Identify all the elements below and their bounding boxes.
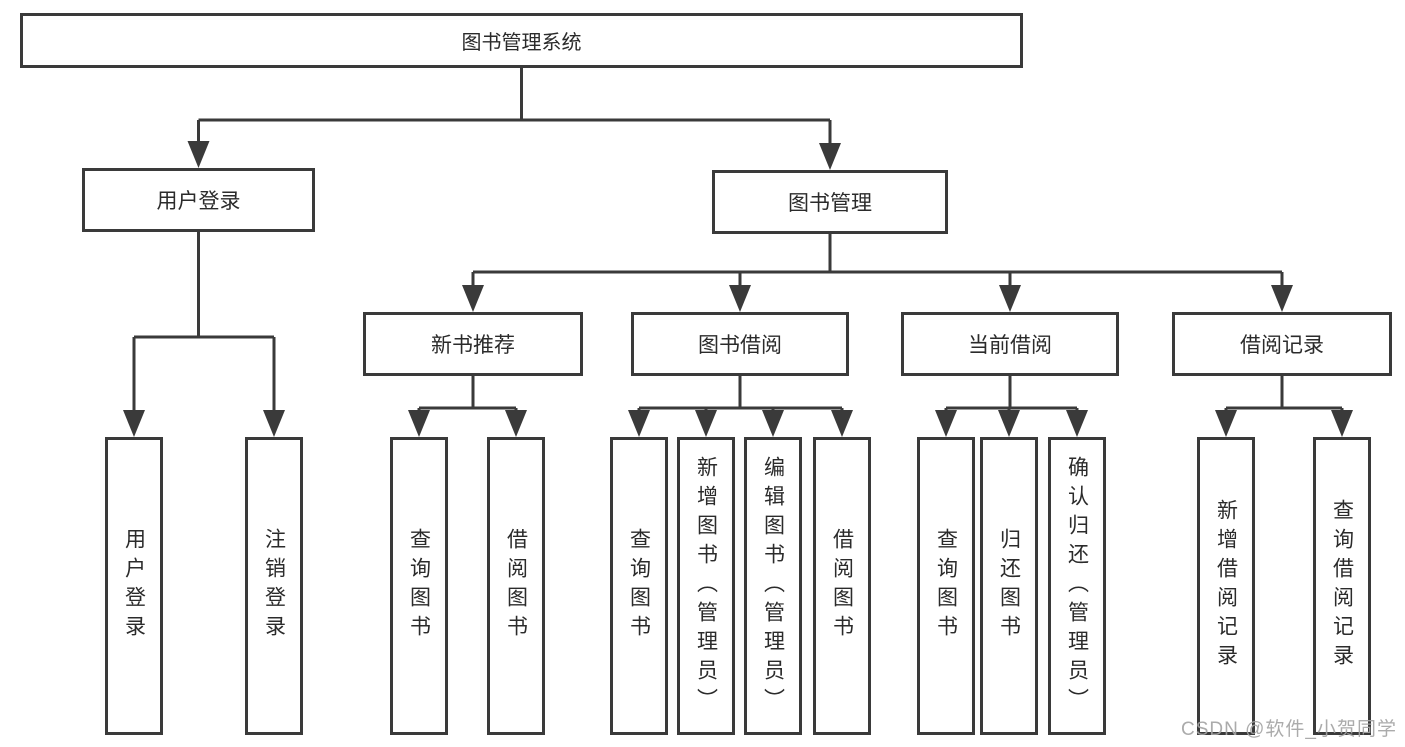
leaf-query-books-recommend: 查询图书 xyxy=(390,437,448,735)
edge-user-login-to-leaves xyxy=(132,232,276,411)
leaf-add-borrow-record: 新增借阅记录 xyxy=(1197,437,1255,735)
leaf-borrow-books-recommend-label: 借阅图书 xyxy=(504,528,528,644)
leaf-borrow-books-label: 借阅图书 xyxy=(830,528,854,644)
arrowhead xyxy=(1271,285,1293,312)
leaf-add-books-admin-label: 新增图书（管理员） xyxy=(694,455,718,717)
arrowhead xyxy=(505,410,527,437)
leaf-add-books-admin: 新增图书（管理员） xyxy=(677,437,735,735)
node-root: 图书管理系统 xyxy=(20,13,1023,68)
node-book-borrow: 图书借阅 xyxy=(631,312,849,376)
leaf-query-books-borrow-label: 查询图书 xyxy=(627,528,651,644)
node-new-book-recommend: 新书推荐 xyxy=(363,312,583,376)
watermark: CSDN @软件_小贺同学 xyxy=(1181,719,1397,740)
node-root-label: 图书管理系统 xyxy=(461,32,582,54)
edge-root-to-level2 xyxy=(197,68,832,144)
leaf-user-login-label: 用户登录 xyxy=(122,528,146,644)
node-borrow-records-label: 借阅记录 xyxy=(1240,334,1324,357)
leaf-logout: 注销登录 xyxy=(245,437,303,735)
arrowhead xyxy=(819,143,841,170)
arrowhead xyxy=(263,410,285,437)
leaf-query-books-borrow: 查询图书 xyxy=(610,437,668,735)
leaf-query-books-recommend-label: 查询图书 xyxy=(407,528,431,644)
node-current-borrow: 当前借阅 xyxy=(901,312,1119,376)
edge-new-book-to-leaves xyxy=(417,376,518,411)
leaf-user-login: 用户登录 xyxy=(105,437,163,735)
leaf-confirm-return-admin: 确认归还（管理员） xyxy=(1048,437,1106,735)
node-current-borrow-label: 当前借阅 xyxy=(968,334,1052,357)
arrowhead xyxy=(1331,410,1353,437)
leaf-return-books-label: 归还图书 xyxy=(997,528,1021,644)
leaf-query-books-current: 查询图书 xyxy=(917,437,975,735)
node-user-login: 用户登录 xyxy=(82,168,315,232)
leaf-query-books-current-label: 查询图书 xyxy=(934,528,958,644)
leaf-query-borrow-record-label: 查询借阅记录 xyxy=(1330,499,1354,673)
node-book-borrow-label: 图书借阅 xyxy=(698,334,782,357)
leaf-edit-books-admin-label: 编辑图书（管理员） xyxy=(761,455,785,717)
arrowhead xyxy=(935,410,957,437)
leaf-logout-label: 注销登录 xyxy=(262,528,286,644)
leaf-return-books: 归还图书 xyxy=(980,437,1038,735)
arrowhead xyxy=(695,410,717,437)
arrowhead xyxy=(998,410,1020,437)
leaf-add-borrow-record-label: 新增借阅记录 xyxy=(1214,499,1238,673)
leaf-borrow-books: 借阅图书 xyxy=(813,437,871,735)
edge-borrow-records-to-leaves xyxy=(1224,376,1344,411)
arrowhead xyxy=(1066,410,1088,437)
leaf-borrow-books-recommend: 借阅图书 xyxy=(487,437,545,735)
node-book-management: 图书管理 xyxy=(712,170,948,234)
leaf-edit-books-admin: 编辑图书（管理员） xyxy=(744,437,802,735)
arrowhead xyxy=(187,141,210,168)
node-user-login-label: 用户登录 xyxy=(156,190,241,213)
arrowhead xyxy=(999,285,1021,312)
node-book-management-label: 图书管理 xyxy=(788,192,872,215)
arrowhead xyxy=(408,410,430,437)
arrowhead xyxy=(123,410,145,437)
arrowhead xyxy=(762,410,784,437)
arrowhead xyxy=(729,285,751,312)
arrowhead xyxy=(831,410,853,437)
arrowhead xyxy=(462,285,484,312)
leaf-confirm-return-admin-label: 确认归还（管理员） xyxy=(1065,455,1089,717)
edge-current-borrow-to-leaves xyxy=(944,376,1079,411)
node-borrow-records: 借阅记录 xyxy=(1172,312,1392,376)
node-new-book-recommend-label: 新书推荐 xyxy=(431,334,515,357)
edge-book-mgmt-to-level3 xyxy=(471,234,1284,286)
edge-book-borrow-to-leaves xyxy=(637,376,844,411)
arrowhead xyxy=(628,410,650,437)
leaf-query-borrow-record: 查询借阅记录 xyxy=(1313,437,1371,735)
arrowhead xyxy=(1215,410,1237,437)
